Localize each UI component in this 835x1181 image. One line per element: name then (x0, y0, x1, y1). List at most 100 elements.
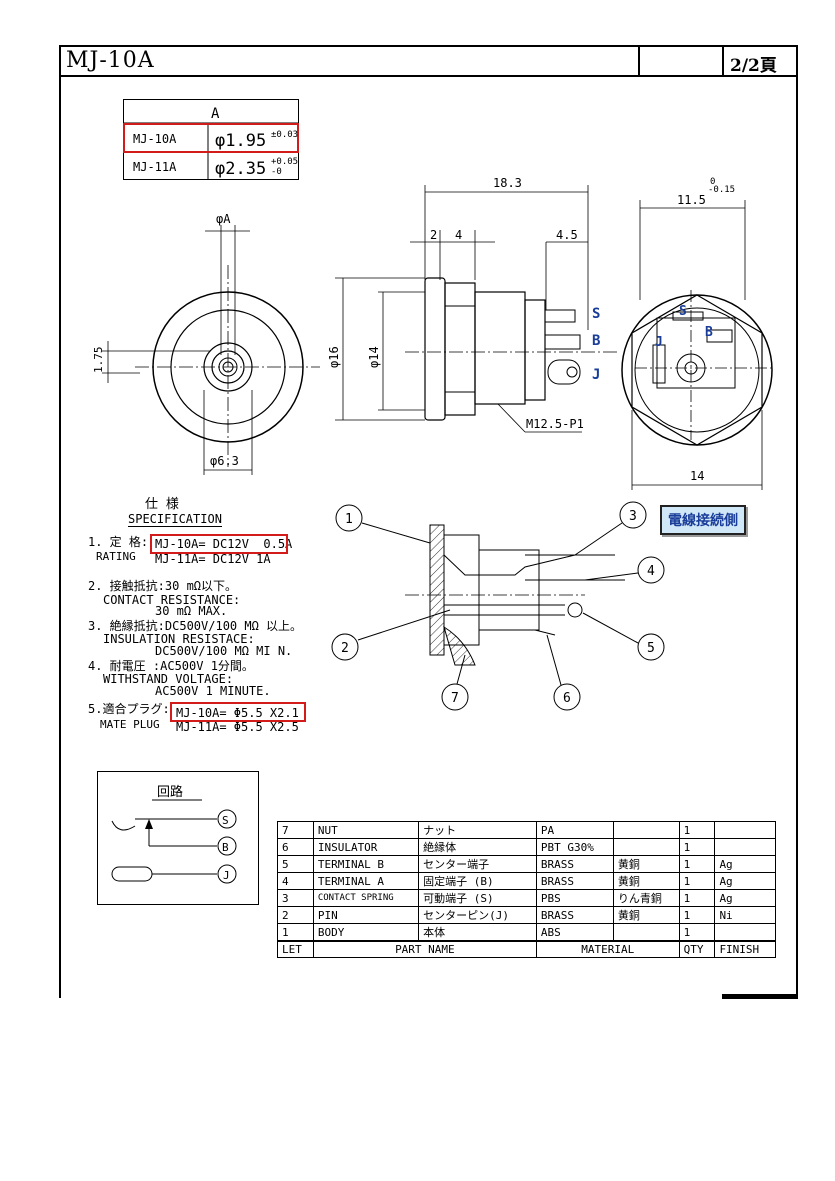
footer-bar (722, 994, 798, 999)
spec-plug-11a: MJ-11A= Φ5.5 X2.5 (176, 720, 299, 734)
table-cell (714, 821, 776, 839)
spec-insulation-en: INSULATION RESISTACE: (103, 632, 255, 646)
title-divider (638, 45, 640, 77)
table-header: QTY (678, 940, 716, 958)
dim-phi-16: φ16 (327, 346, 341, 368)
table-cell: 5 (277, 855, 314, 873)
drawing-title: MJ-10A (66, 48, 155, 73)
table-cell: Ag (714, 855, 776, 873)
table-cell: 1 (678, 838, 716, 856)
callout-3: 3 (629, 509, 637, 524)
table-cell: センター端子 (418, 855, 537, 873)
spec-plug-10a: MJ-10A= Φ5.5 X2.1 (176, 706, 299, 720)
rear-view: 11.5 0 -0.15 S B J 14 (621, 177, 775, 490)
table-cell: ナット (418, 821, 537, 839)
dim-phi-6-3: φ6.3 (210, 454, 239, 468)
table-cell (612, 821, 680, 839)
dim-table-model: MJ-11A (133, 160, 177, 174)
table-cell (714, 923, 776, 942)
table-cell: TERMINAL A (312, 872, 420, 890)
highlight-box (170, 702, 306, 722)
table-cell: Ag (714, 889, 776, 907)
dim-table-value: φ1.95 (215, 131, 266, 151)
terminal-b-label: B (592, 333, 600, 349)
table-cell: PIN (312, 906, 420, 924)
thread-label: M12.5-P1 (526, 417, 584, 431)
spec-contact-en: CONTACT RESISTANCE: (103, 593, 241, 607)
spec-rating-10a: MJ-10A= DC12V 0.5A (155, 537, 293, 551)
terminal-s-label: S (592, 306, 600, 322)
table-cell: 絶縁体 (418, 838, 537, 856)
table-header: LET (277, 940, 314, 958)
table-cell (612, 838, 680, 856)
spec-contact: 2. 接触抵抗:30 mΩ以下。 (88, 579, 238, 593)
front-view: φA 1.75 φ6.3 (92, 212, 320, 475)
table-cell: PBT G30% (535, 838, 614, 856)
table-cell: ABS (535, 923, 614, 942)
table-cell: 2 (277, 906, 314, 924)
dim-11-5: 11.5 (677, 193, 706, 207)
dim-table-header: A (211, 106, 220, 122)
table-cell: 1 (678, 889, 716, 907)
table-cell: 1 (678, 923, 716, 942)
rear-terminal-b-label: B (705, 325, 713, 340)
callout-2: 2 (341, 641, 349, 656)
table-cell: 黄銅 (612, 855, 680, 873)
dim-2: 2 (430, 228, 437, 242)
spec-contact-val: 30 mΩ MAX. (155, 604, 228, 618)
highlight-box (123, 123, 299, 153)
spec-plug: 5.適合プラグ: (88, 702, 170, 716)
table-cell: 3 (277, 889, 314, 907)
side-view: 18.3 2 4 4.5 φ16 φ14 M12.5-P1 S B J (327, 176, 620, 433)
circuit-j: J (223, 869, 230, 882)
dim-phi-14: φ14 (367, 346, 381, 368)
table-cell: BODY (312, 923, 420, 942)
callout-1: 1 (345, 512, 353, 527)
dim-18-3: 18.3 (493, 176, 522, 190)
table-cell: りん青銅 (612, 889, 680, 907)
table-cell: 黄銅 (612, 906, 680, 924)
table-cell: NUT (312, 821, 420, 839)
table-cell: 4 (277, 872, 314, 890)
dim-11-5-tol: -0.15 (708, 185, 735, 195)
callout-7: 7 (451, 691, 459, 706)
dim-phi-a: φA (216, 212, 231, 226)
circuit-s: S (222, 814, 229, 827)
table-cell: Ni (714, 906, 776, 924)
table-header: MATERIAL (535, 940, 680, 958)
page-number: 2/2頁 (730, 56, 777, 76)
rear-terminal-s-label: S (679, 304, 687, 319)
spec-withstand-en: WITHSTAND VOLTAGE: (103, 672, 234, 686)
table-cell: BRASS (535, 906, 614, 924)
dim-4: 4 (455, 228, 462, 242)
callout-5: 5 (647, 641, 655, 656)
table-cell: 1 (678, 906, 716, 924)
circuit-title: 回路 (157, 784, 183, 800)
callout-6: 6 (563, 691, 571, 706)
table-cell: 可動端子 (S) (418, 889, 537, 907)
table-cell: 黄銅 (612, 872, 680, 890)
dim-1-75: 1.75 (92, 347, 105, 374)
spec-insulation: 3. 絶縁抵抗:DC500V/100 MΩ 以上。 (88, 619, 303, 633)
table-cell (612, 923, 680, 942)
table-cell: 固定端子 (B) (418, 872, 537, 890)
title-divider (722, 45, 724, 77)
callout-4: 4 (647, 564, 655, 579)
wire-side-tag: 電線接続側 (660, 505, 746, 535)
dim-4-5: 4.5 (556, 228, 578, 242)
spec-insulation-val: DC500V/100 MΩ MI N. (155, 644, 293, 658)
table-cell: 1 (277, 923, 314, 942)
dim-table-tol: -0 (271, 167, 282, 177)
table-header: FINISH (714, 940, 776, 958)
circuit-box (97, 771, 259, 905)
dim-14: 14 (690, 469, 704, 483)
title-block (59, 45, 798, 77)
table-cell: 7 (277, 821, 314, 839)
spec-withstand-val: AC500V 1 MINUTE. (155, 684, 271, 698)
